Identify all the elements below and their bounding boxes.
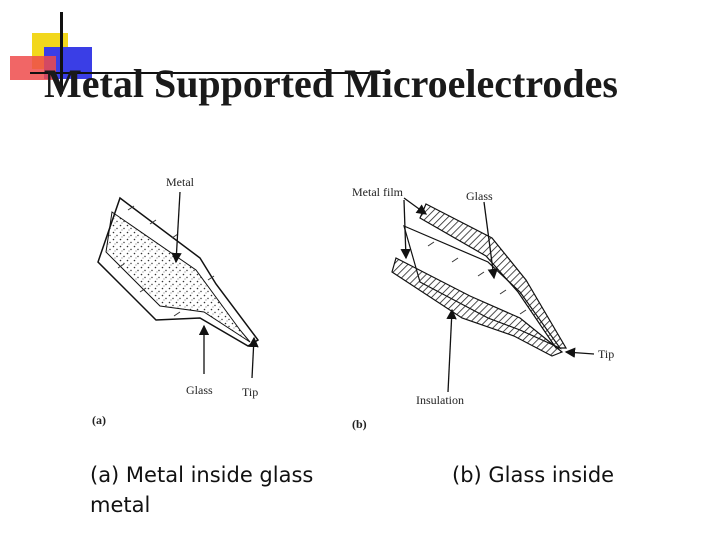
caption-a-line2: metal: [90, 493, 151, 517]
figure-tag-b: (b): [352, 417, 367, 431]
glass-arrow-b: [483, 201, 498, 280]
glass-ticks-b: [427, 241, 527, 315]
metal-film-label-b: Metal film: [352, 185, 404, 199]
tip-arrow-b: [564, 347, 595, 358]
caption-a: (a) Metal inside glass metal: [90, 460, 340, 520]
tip-label-a: Tip: [242, 385, 258, 399]
deco-horizontal-line: [30, 72, 390, 74]
metal-film-arrow-upper-b: [403, 197, 428, 215]
diagram-a: Metal Glass Tip (a): [92, 175, 260, 427]
metal-arrow-a: [171, 191, 182, 264]
metal-film-arrow-lower-b: [400, 199, 411, 260]
insulation-label-b: Insulation: [416, 393, 464, 407]
insulation-arrow-b: [446, 308, 457, 393]
glass-label-b: Glass: [466, 189, 493, 203]
tip-arrow-a: [248, 336, 259, 379]
caption-a-line1: (a) Metal inside glass: [90, 463, 314, 487]
diagram-b: Metal film Glass Insulation Tip (b): [352, 185, 614, 431]
caption-b: (b) Glass inside: [452, 463, 615, 487]
insulation-lower-b: [391, 257, 564, 357]
deco-vertical-line: [60, 12, 63, 94]
glass-label-a: Glass: [186, 383, 213, 397]
figure-tag-a: (a): [92, 413, 106, 427]
glass-ticks-a: [117, 205, 215, 317]
metal-core-a: [105, 211, 251, 343]
page-title: Metal Supported Microelectrodes: [44, 61, 618, 106]
tip-label-b: Tip: [598, 347, 614, 361]
metal-label-a: Metal: [166, 175, 195, 189]
deco-red-square: [10, 56, 56, 80]
